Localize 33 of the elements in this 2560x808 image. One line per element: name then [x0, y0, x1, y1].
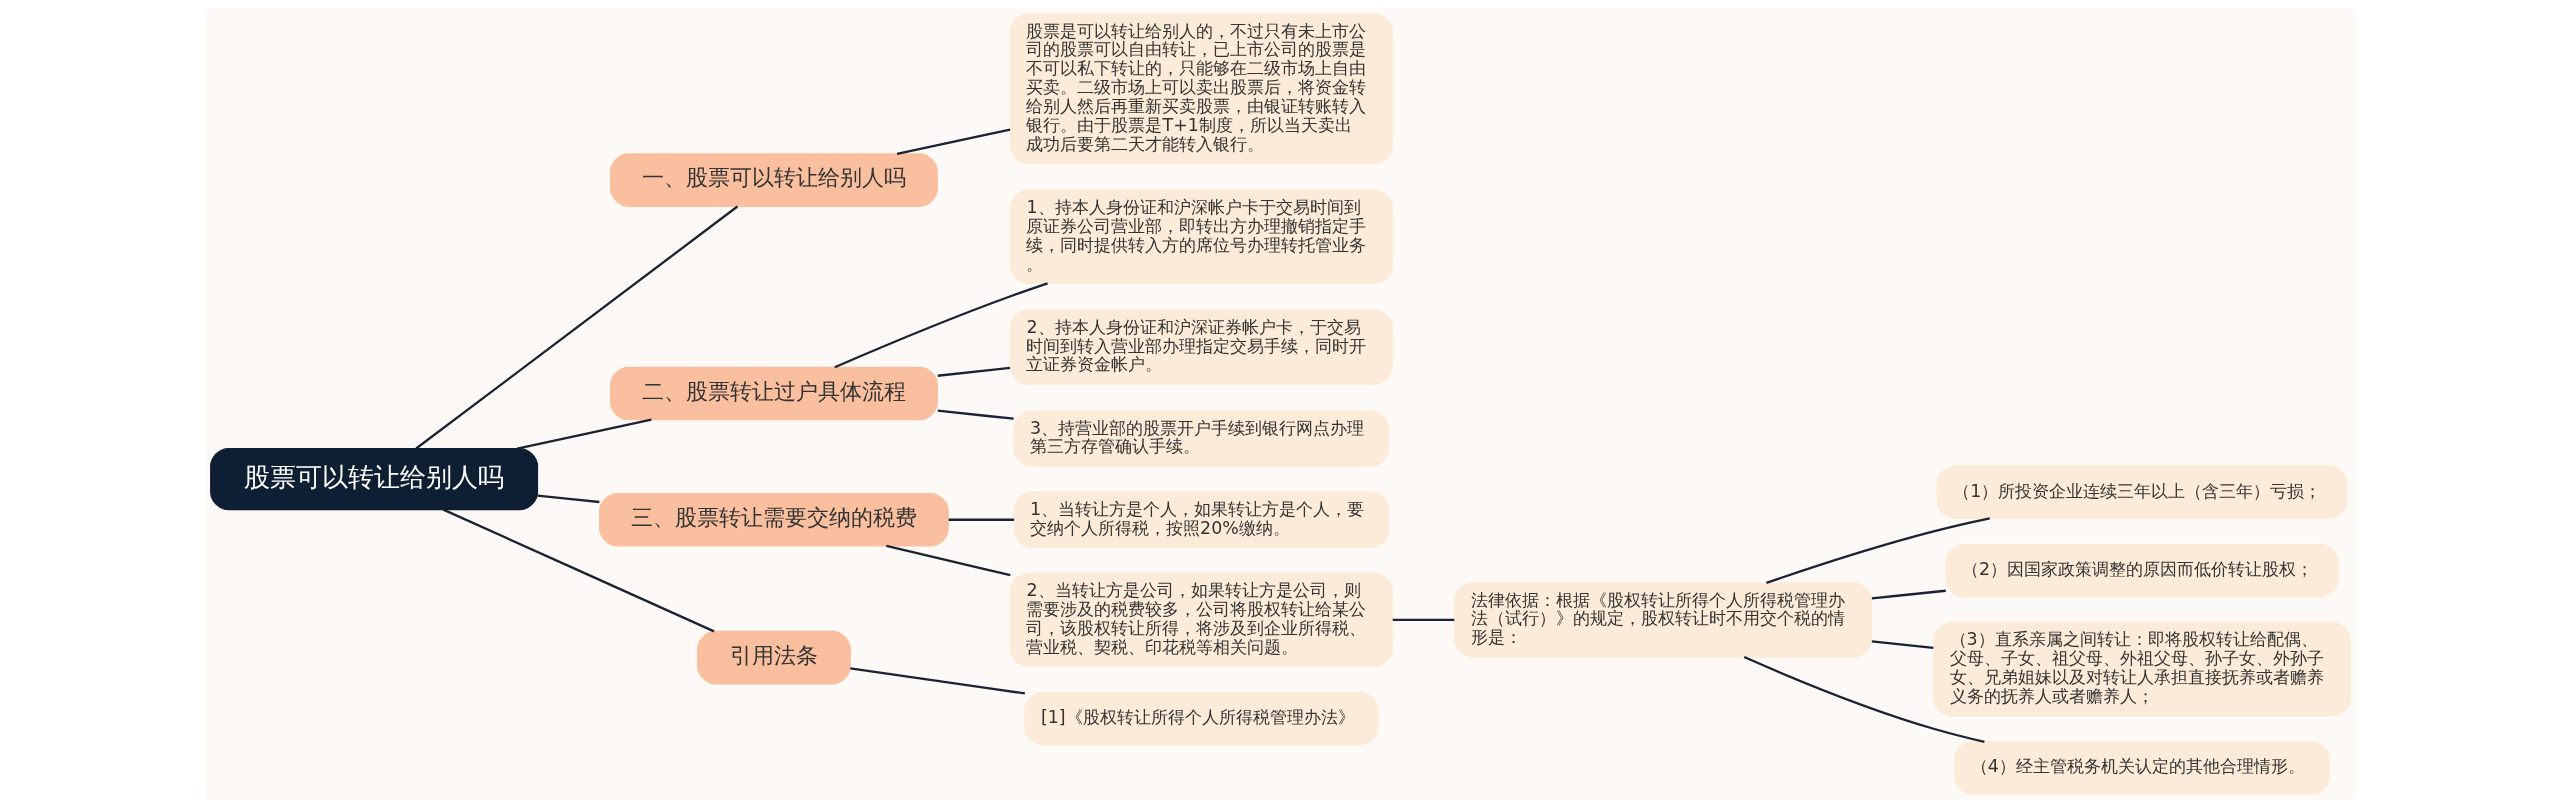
connector [849, 667, 1025, 695]
connector [1871, 589, 1946, 600]
node-box: 2、持本人身份证和沪深证券帐户卡，于交易时间到转入营业部办理指定交易手续，同时开立证券资金帐户。 [1009, 309, 1393, 385]
node-box: 1、持本人身份证和沪深帐户卡于交易时间到原证券公司营业部，即转出方办理撤销指定手续，同时提供转入方的席位号办理转托管业务。 [1009, 189, 1393, 284]
node-box: 二、股票转让过户具体流程 [609, 366, 938, 421]
node-box: （4）经主管税务机关认定的其他合理情形。 [1953, 741, 2330, 795]
node-box: [1]《股权转让所得个人所得税管理办法》 [1023, 691, 1378, 746]
connector [948, 518, 1014, 521]
connector [885, 544, 1011, 577]
node-box: 股票是可以转让给别人的，不过只有未上市公司的股票可以自由转让，已上市公司的股票是不可以私下转让的，只能够在二级市场上自由买卖。二级市场上可以卖出股票后，将资金转给别人然后再重新买卖股票，由银证转账转入银行。由于股票是T+1制度，所以当天卖出成功后要第二天才能转入银行。 [1009, 13, 1393, 165]
connector [1743, 655, 1985, 743]
connector [1765, 517, 1990, 584]
node-box: （3）直系亲属之间转让：即将股权转让给配偶、父母、子女、祖父母、外祖父母、孙子女、外孙子女、兄弟姐妹以及对转让人承担直接抚养或者赡养义务的抚养人或者赡养人； [1932, 622, 2351, 717]
node-box: 三、股票转让需要交纳的税费 [598, 492, 949, 547]
connector [937, 366, 1010, 377]
connector [442, 508, 714, 633]
node-box: （1）所投资企业连续三年以上（含三年）亏损； [1936, 465, 2347, 520]
node-box: 法律依据：根据《股权转让所得个人所得税管理办法（试行）》的规定，股权转让时不用交个税的情形是： [1453, 582, 1872, 658]
connector [937, 409, 1014, 420]
node-box: 3、持营业部的股票开户手续到银行网点办理第三方存管确认手续。 [1012, 410, 1389, 467]
node-box: （2）因国家政策调整的原因而低价转让股权； [1944, 543, 2339, 598]
node-box: 一、股票可以转让给别人吗 [609, 153, 938, 207]
connector [414, 205, 738, 450]
node-box: 2、当转让方是公司，如果转让方是公司，则需要涉及的税费较多，公司将股权转让给某公司，该股权转让所得，将涉及到企业所得税、营业税、契税、印花税等相关问题。 [1009, 572, 1393, 668]
connector [1392, 618, 1454, 622]
connector [516, 418, 652, 450]
node-box: 1、当转让方是个人，如果转让方是个人，要交纳个人所得税，按照20%缴纳。 [1012, 491, 1389, 549]
node-box: 股票可以转让给别人吗 [209, 447, 538, 511]
connector [896, 128, 1010, 156]
node-box: 引用法条 [696, 630, 851, 685]
connector [833, 282, 1048, 369]
connector [536, 494, 599, 504]
connector [1871, 640, 1933, 649]
